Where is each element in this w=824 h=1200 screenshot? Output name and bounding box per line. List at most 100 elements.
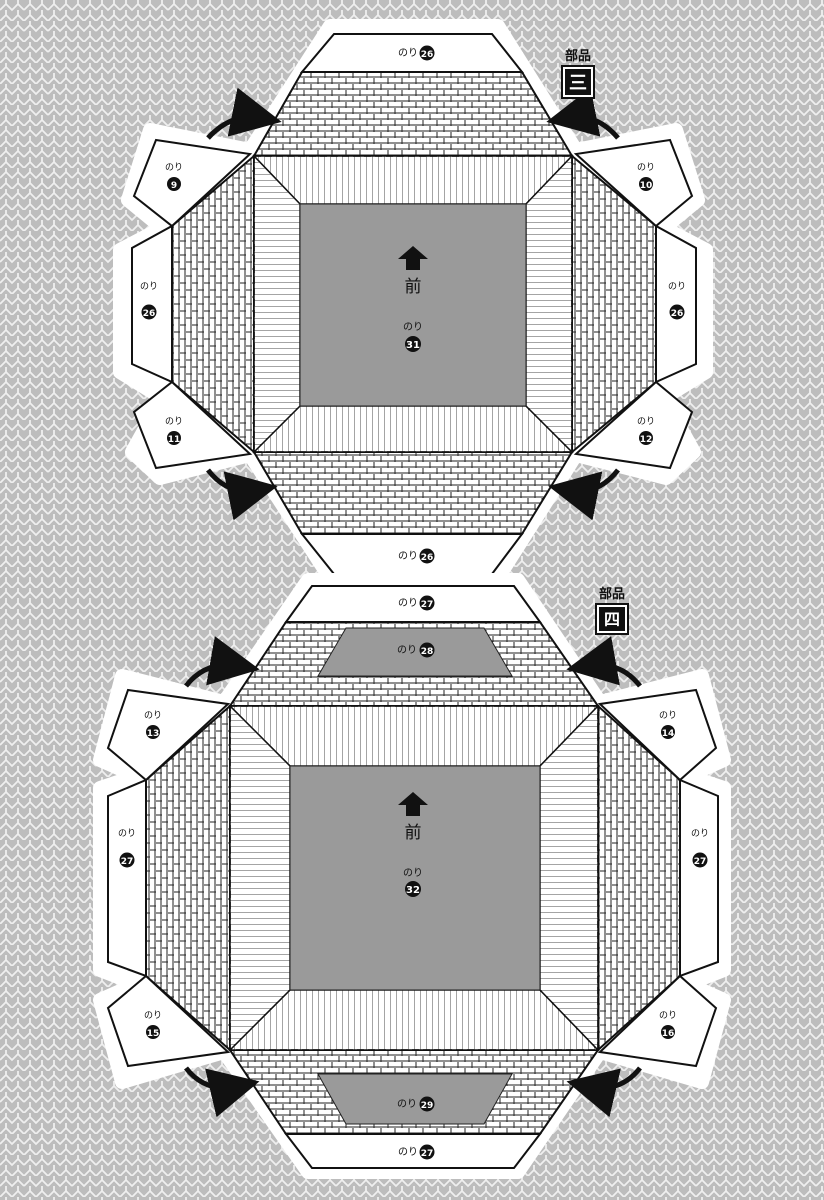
part-3-br-badge bbox=[639, 431, 653, 445]
part-4-inner-bottom bbox=[228, 989, 600, 1051]
part-4-center-number: 32 bbox=[406, 885, 420, 896]
part-3-arrow-top-left bbox=[206, 87, 282, 140]
part-3-corner-tab-top-left bbox=[132, 138, 253, 228]
part-4-corner-tab-top-left bbox=[106, 688, 231, 782]
part-4-fold-outer bbox=[145, 621, 681, 1135]
part-3-inner-right bbox=[525, 154, 573, 454]
part-3-top-roof bbox=[252, 71, 574, 157]
part-4-br-number: 16 bbox=[662, 1029, 675, 1039]
part-4-br-badge bbox=[661, 1025, 675, 1039]
part-3-inner-left bbox=[253, 154, 301, 454]
part-3-bl-badge bbox=[167, 431, 181, 445]
part-4-arrow-bottom-right bbox=[566, 1066, 642, 1118]
part-4-corner-tab-top-right bbox=[597, 688, 718, 782]
part-4-bl-number: 15 bbox=[147, 1029, 160, 1039]
part-3-corner-tab-bottom-right bbox=[573, 380, 694, 470]
part-4-inner-bottom-number: 29 bbox=[421, 1101, 434, 1111]
part-4-inner-top-number: 28 bbox=[421, 647, 434, 657]
part-3-front-arrow-icon bbox=[398, 246, 428, 270]
part-3-inner-bottom bbox=[252, 405, 574, 453]
part-4-br-glue-label: のり bbox=[659, 1010, 677, 1021]
part-3-center-number: 31 bbox=[406, 340, 420, 351]
part-4-front-arrow-icon bbox=[398, 792, 428, 816]
part-4-right-number: 27 bbox=[694, 857, 707, 867]
part-3-right-badge bbox=[669, 304, 685, 320]
part-4-left-tab bbox=[107, 778, 147, 978]
part-3-center-badge bbox=[405, 336, 421, 352]
part-3-tl-badge bbox=[167, 177, 181, 191]
part-4-title-kanji: 四 bbox=[604, 610, 620, 629]
part-4-left-number: 27 bbox=[121, 857, 134, 867]
part-4-tl-glue-label: のり bbox=[144, 710, 162, 721]
part-4-tr-glue-label: のり bbox=[659, 710, 677, 721]
part-4-tr-badge bbox=[661, 725, 675, 739]
part-3-top-glue-label: のり bbox=[398, 47, 418, 59]
part-3-br-glue-label: のり bbox=[637, 416, 655, 427]
part-4-inner-bottom-badge bbox=[419, 1096, 435, 1112]
part-3-part-word: 部品 bbox=[565, 48, 591, 64]
part-4-bottom-badge bbox=[419, 1144, 435, 1160]
part-4-left-glue-label: のり bbox=[118, 828, 136, 839]
part-3-top-badge bbox=[419, 45, 435, 61]
part-3-tr-number: 10 bbox=[640, 181, 653, 191]
part-3-title-kanji: 三 bbox=[569, 73, 587, 94]
part-3-right-glue-label: のり bbox=[668, 281, 686, 292]
part-4-corner-tab-bottom-left bbox=[106, 974, 231, 1068]
part-4-top-glue-label: のり bbox=[398, 597, 418, 609]
part-4-top-number: 27 bbox=[421, 600, 434, 610]
part-3-tl-number: 9 bbox=[171, 181, 177, 191]
part-3-corner-tab-bottom-left bbox=[132, 380, 253, 470]
part-3-bottom-glue-label: のり bbox=[398, 550, 418, 562]
part-4-fold-inner bbox=[229, 705, 599, 1051]
part-4-part-word: 部品 bbox=[599, 586, 625, 602]
part-4-top-badge bbox=[419, 595, 435, 611]
part-4-inner-bottom-gray bbox=[317, 1073, 513, 1125]
part-4-inner-right bbox=[539, 704, 599, 1052]
part-3-left-badge bbox=[141, 304, 157, 320]
part-3-left-tab bbox=[131, 224, 173, 384]
part-4-bl-badge bbox=[146, 1025, 160, 1039]
part-4-center-glue-label: のり bbox=[403, 867, 423, 879]
part-3-bottom-roof bbox=[252, 451, 574, 535]
part-3-right-number: 26 bbox=[671, 309, 684, 319]
part-3-arrow-bottom-right bbox=[548, 468, 620, 521]
part-4-title-badge bbox=[599, 607, 625, 631]
part-3-corner-tab-top-right bbox=[573, 138, 694, 228]
part-3-arrow-top-right bbox=[546, 87, 620, 140]
part-4-front-label: 前 bbox=[405, 823, 422, 843]
part-4-corner-tab-bottom-right bbox=[597, 974, 718, 1068]
part-3-fold-inner bbox=[253, 155, 573, 453]
part-4-inner-bottom-glue-label: のり bbox=[397, 1098, 417, 1110]
part-3-br-number: 12 bbox=[640, 435, 653, 445]
part-4-right-tab bbox=[679, 778, 719, 978]
part-4-tl-number: 13 bbox=[147, 729, 160, 739]
part-3-arrow-bottom-left bbox=[206, 468, 278, 521]
part-3-tr-glue-label: のり bbox=[637, 162, 655, 173]
part-3-bl-number: 11 bbox=[168, 435, 181, 445]
part-4-inner-top-gray bbox=[317, 627, 513, 677]
part-4-bl-glue-label: のり bbox=[144, 1010, 162, 1021]
part-3-title-badge bbox=[565, 69, 591, 95]
part-3-left-number: 26 bbox=[143, 309, 156, 319]
part-4-arrow-bottom-left bbox=[184, 1066, 260, 1118]
part-3-bottom-badge bbox=[419, 548, 435, 564]
part-3-bottom-number: 26 bbox=[421, 553, 434, 563]
part-3-center bbox=[299, 203, 527, 407]
part-3-bl-glue-label: のり bbox=[165, 416, 183, 427]
part-4-arrow-top-right bbox=[566, 636, 642, 688]
part-3-front-label: 前 bbox=[405, 277, 422, 297]
part-3-fold-outer bbox=[171, 71, 657, 535]
part-4-bottom-number: 27 bbox=[421, 1149, 434, 1159]
part-4-inner-top-glue-label: のり bbox=[397, 644, 417, 656]
part-4-inner-left bbox=[229, 704, 291, 1052]
part-3-inner-top bbox=[252, 155, 574, 205]
part-4-right-glue-label: のり bbox=[691, 828, 709, 839]
part-4-center-badge bbox=[405, 881, 421, 897]
part-3-left-glue-label: のり bbox=[140, 281, 158, 292]
part-3-tr-badge bbox=[639, 177, 653, 191]
part-4-sheet: 前 のり 32 のり 28 のり 29 のり 27 のり 27 のり 27 のり… bbox=[93, 573, 731, 1179]
part-4-inner-top bbox=[228, 705, 600, 767]
part-4-inner-top-badge bbox=[419, 642, 435, 658]
part-4-arrow-top-left bbox=[184, 636, 260, 688]
